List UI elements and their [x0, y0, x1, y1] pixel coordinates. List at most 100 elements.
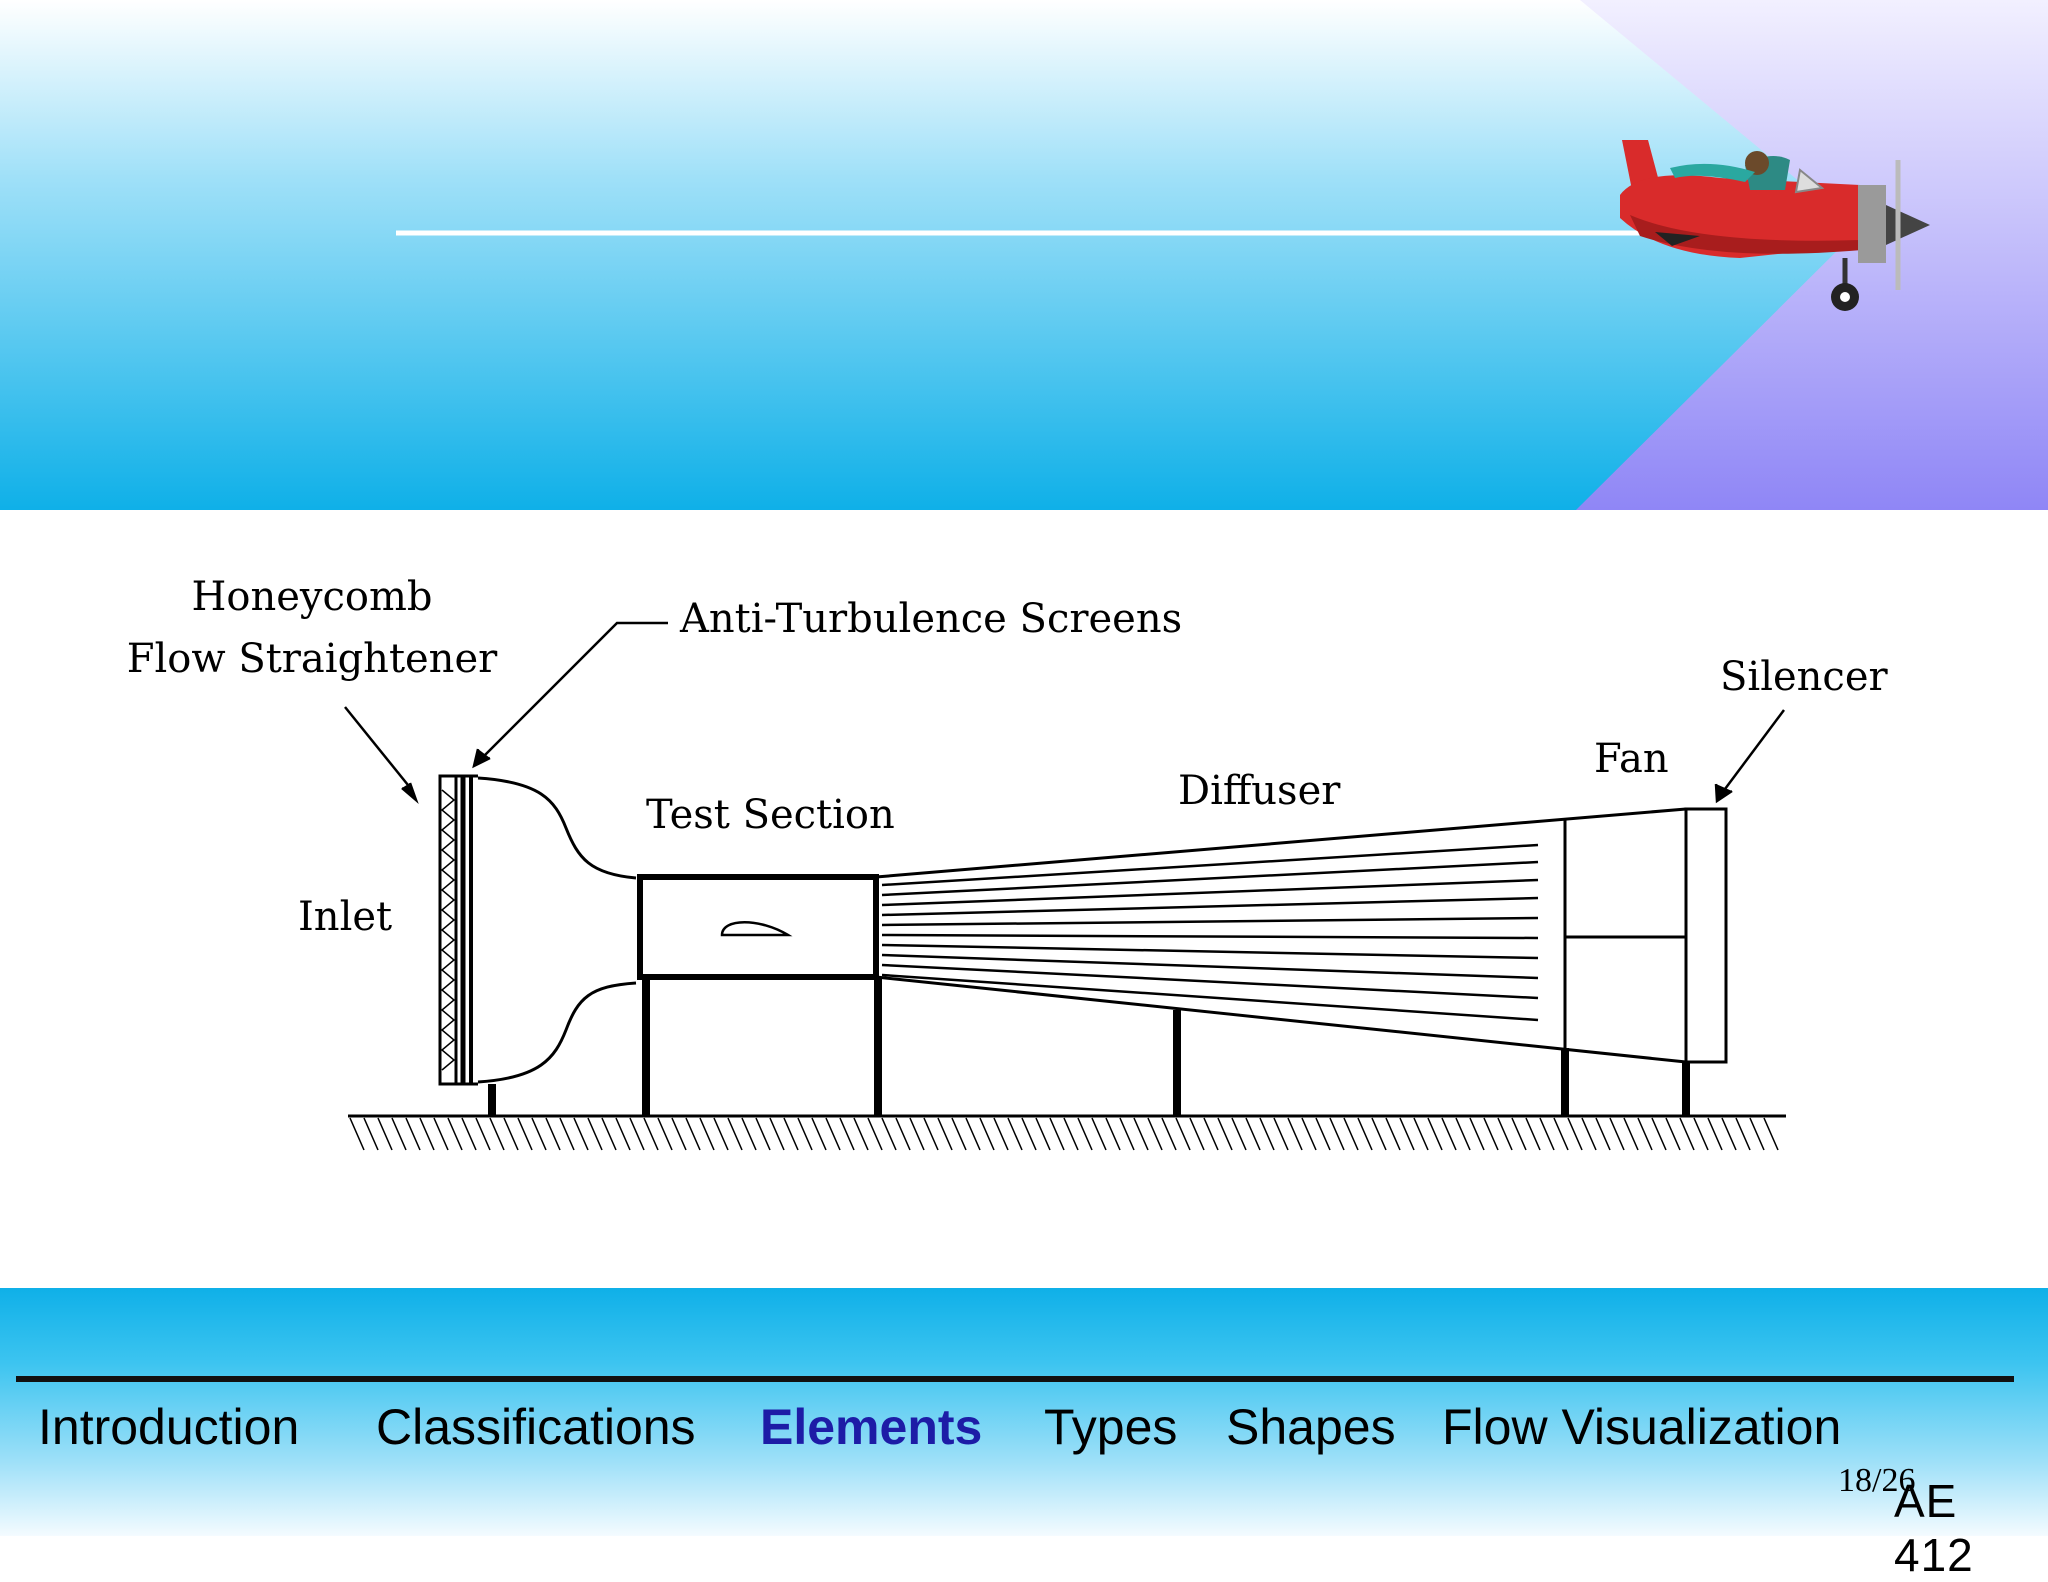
hatch-line	[769, 1117, 785, 1151]
hatch-line	[1077, 1117, 1093, 1151]
hatch-line	[965, 1117, 981, 1151]
hatch-line	[1749, 1117, 1765, 1151]
hatch-line	[853, 1117, 869, 1151]
label-anti-turbulence: Anti-Turbulence Screens	[679, 596, 1182, 642]
hatch-line	[839, 1117, 855, 1151]
hatch-line	[1105, 1117, 1121, 1151]
hatch-line	[1119, 1117, 1135, 1151]
wind-tunnel-diagram: Honeycomb Flow Straightener Anti-Turbule…	[127, 574, 1888, 1151]
hatch-line	[573, 1117, 589, 1151]
label-inlet: Inlet	[298, 894, 392, 940]
hatch-line	[1595, 1117, 1611, 1151]
hatch-line	[1287, 1117, 1303, 1151]
nav-elements[interactable]: Elements	[760, 1399, 983, 1455]
hatch-line	[993, 1117, 1009, 1151]
hatch-line	[1735, 1117, 1751, 1151]
hatch-line	[1063, 1117, 1079, 1151]
hatch-line	[1147, 1117, 1163, 1151]
hatch-line	[517, 1117, 533, 1151]
nav-flow-visualization[interactable]: Flow Visualization	[1442, 1399, 1842, 1455]
label-honeycomb-line2: Flow Straightener	[127, 636, 498, 682]
hatch-line	[405, 1117, 421, 1151]
hatch-line	[503, 1117, 519, 1151]
hatch-line	[1567, 1117, 1583, 1151]
hatch-line	[447, 1117, 463, 1151]
label-diffuser: Diffuser	[1178, 768, 1341, 814]
hatch-line	[685, 1117, 701, 1151]
hatch-line	[1693, 1117, 1709, 1151]
nav-classifications[interactable]: Classifications	[376, 1399, 696, 1455]
header-banner	[0, 0, 2048, 510]
hatch-line	[1427, 1117, 1443, 1151]
honeycomb-straightener	[438, 774, 458, 1086]
hatch-line	[1707, 1117, 1723, 1151]
hatch-line	[727, 1117, 743, 1151]
hatch-line	[601, 1117, 617, 1151]
hatch-line	[1049, 1117, 1065, 1151]
hatch-line	[797, 1117, 813, 1151]
airfoil-model	[720, 921, 793, 937]
hatch-line	[1343, 1117, 1359, 1151]
hatch-line	[937, 1117, 953, 1151]
ground-hatching	[349, 1117, 1779, 1151]
hatch-line	[1469, 1117, 1485, 1151]
hatch-line	[1609, 1117, 1625, 1151]
diffuser-top-wall	[875, 807, 1687, 879]
hatch-line	[1175, 1117, 1191, 1151]
hatch-line	[363, 1117, 379, 1151]
hatch-line	[1623, 1117, 1639, 1151]
hatch-line	[1651, 1117, 1667, 1151]
hatch-line	[783, 1117, 799, 1151]
hatch-line	[1413, 1117, 1429, 1151]
hatch-line	[1133, 1117, 1149, 1151]
footer-band	[0, 1288, 2048, 1536]
hatch-line	[1371, 1117, 1387, 1151]
hatch-line	[1679, 1117, 1695, 1151]
hatch-line	[1455, 1117, 1471, 1151]
hatch-line	[615, 1117, 631, 1151]
hatch-line	[1357, 1117, 1373, 1151]
hatch-line	[1161, 1117, 1177, 1151]
hatch-line	[1665, 1117, 1681, 1151]
diffuser-bottom-wall	[875, 975, 1687, 1064]
hatch-line	[1721, 1117, 1737, 1151]
hatch-line	[1511, 1117, 1527, 1151]
hatch-line	[1539, 1117, 1555, 1151]
airplane-icon	[1620, 140, 1930, 311]
hatch-line	[419, 1117, 435, 1151]
hatch-line	[1581, 1117, 1597, 1151]
hatch-line	[1329, 1117, 1345, 1151]
label-silencer: Silencer	[1720, 654, 1888, 700]
hatch-line	[475, 1117, 491, 1151]
hatch-line	[825, 1117, 841, 1151]
nav-introduction[interactable]: Introduction	[38, 1399, 300, 1455]
hatch-line	[811, 1117, 827, 1151]
nav-types[interactable]: Types	[1044, 1399, 1178, 1455]
label-test-section: Test Section	[646, 792, 895, 838]
hatch-line	[881, 1117, 897, 1151]
inlet-top-wall	[477, 776, 637, 880]
label-honeycomb-line1: Honeycomb	[191, 574, 432, 620]
hatch-line	[923, 1117, 939, 1151]
hatch-line	[1525, 1117, 1541, 1151]
hatch-line	[1483, 1117, 1499, 1151]
hatch-line	[1189, 1117, 1205, 1151]
hatch-line	[1203, 1117, 1219, 1151]
footer-rule	[16, 1376, 2014, 1382]
hatch-line	[671, 1117, 687, 1151]
inlet-bottom-wall	[477, 981, 637, 1084]
hatch-line	[1497, 1117, 1513, 1151]
tunnel-structure	[348, 774, 1786, 1118]
hatch-line	[1301, 1117, 1317, 1151]
course-code: AE 412	[1894, 1475, 1974, 1581]
hatch-line	[713, 1117, 729, 1151]
hatch-line	[867, 1117, 883, 1151]
nav-shapes[interactable]: Shapes	[1226, 1399, 1396, 1455]
page-number: 18/26	[1838, 1462, 1916, 1499]
hatch-line	[629, 1117, 645, 1151]
hatch-line	[699, 1117, 715, 1151]
hatch-line	[643, 1117, 659, 1151]
hatch-line	[559, 1117, 575, 1151]
hatch-line	[433, 1117, 449, 1151]
callout-arrows	[344, 621, 1786, 804]
